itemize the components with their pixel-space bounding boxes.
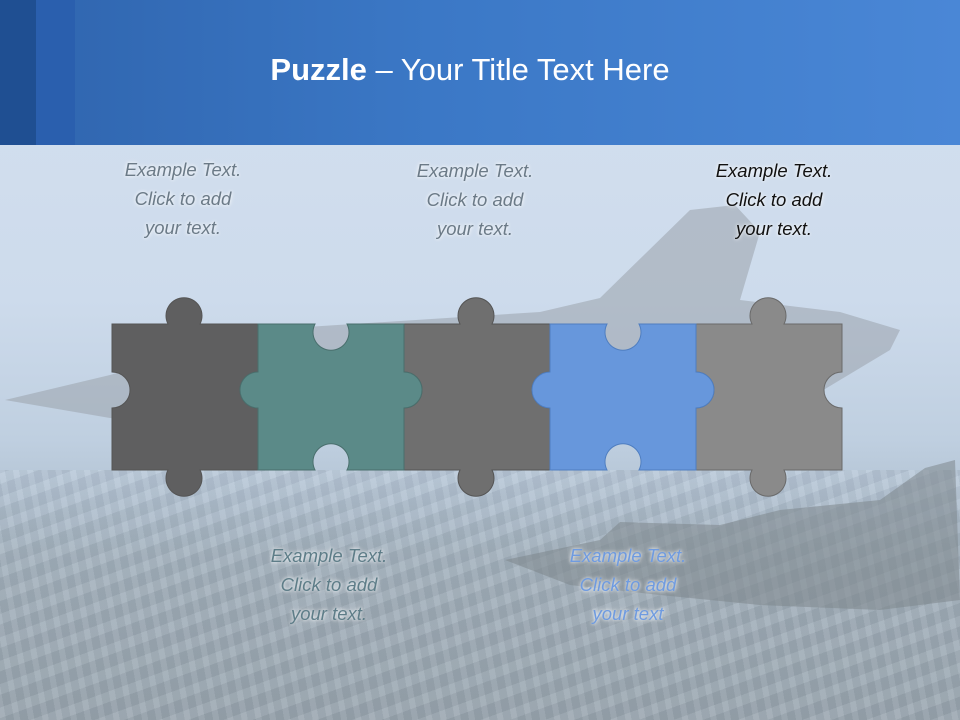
title-bold: Puzzle <box>270 52 367 87</box>
callout-line: Click to add <box>579 574 677 595</box>
callout-line: Click to add <box>725 189 823 210</box>
header-accent-stripe-2 <box>36 0 75 145</box>
callout-line: your text. <box>144 217 222 238</box>
callout-line: your text. <box>735 218 813 239</box>
puzzle-piece-2[interactable] <box>239 323 423 471</box>
callout-line: your text. <box>436 218 514 239</box>
callout-line: your text <box>592 603 664 624</box>
callout-text-4[interactable]: Example Text. Click to add your text. <box>234 541 424 628</box>
callout-line: Example Text. <box>270 545 388 566</box>
title-rest: – Your Title Text Here <box>366 52 670 87</box>
callout-text-2[interactable]: Example Text. Click to add your text. <box>380 156 570 243</box>
slide-title[interactable]: Puzzle – Your Title Text Here <box>0 52 940 88</box>
puzzle-piece-1[interactable] <box>111 297 259 497</box>
callout-line: Click to add <box>134 188 232 209</box>
callout-line: Example Text. <box>715 160 833 181</box>
callout-line: your text. <box>290 603 368 624</box>
callout-text-1[interactable]: Example Text. Click to add your text. <box>88 155 278 242</box>
header-accent-stripe <box>0 0 36 145</box>
callout-text-3[interactable]: Example Text. Click to add your text. <box>679 156 869 243</box>
callout-line: Example Text. <box>124 159 242 180</box>
puzzle-piece-4[interactable] <box>531 323 715 471</box>
callout-line: Example Text. <box>569 545 687 566</box>
callout-text-5[interactable]: Example Text. Click to add your text <box>533 541 723 628</box>
callout-line: Click to add <box>426 189 524 210</box>
callout-line: Example Text. <box>416 160 534 181</box>
callout-line: Click to add <box>280 574 378 595</box>
jet-small <box>505 460 960 610</box>
title-bar <box>0 0 960 145</box>
puzzle-piece-5[interactable] <box>695 297 843 497</box>
puzzle-piece-3[interactable] <box>403 297 551 497</box>
